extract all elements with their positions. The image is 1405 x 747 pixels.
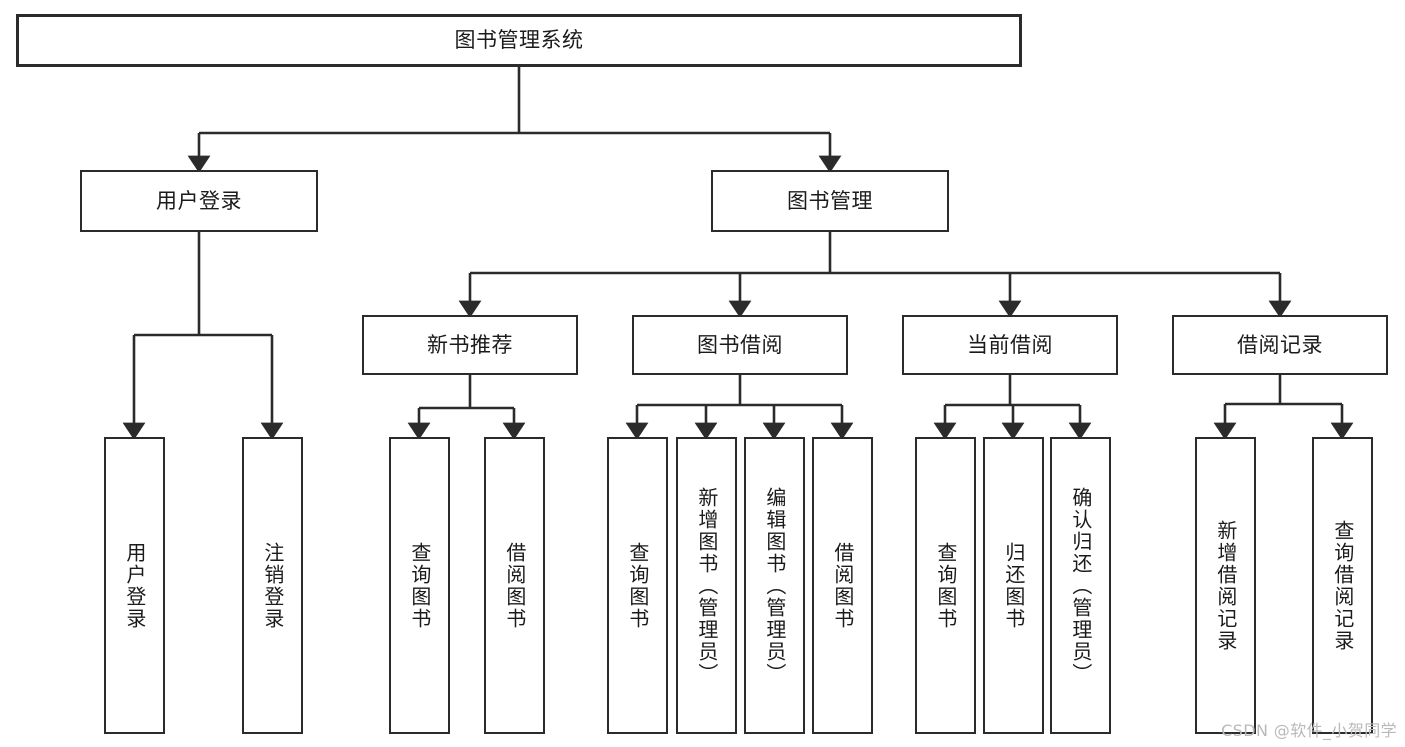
leaf-current-borrow-return[interactable]: 归还图书 [983, 437, 1044, 734]
leaf-current-borrow-confirm-return[interactable]: 确认归还（管理员） [1050, 437, 1111, 734]
watermark-text: CSDN @软件_小贺同学 [1221, 721, 1397, 740]
node-current-borrow[interactable]: 当前借阅 [902, 315, 1118, 375]
leaf-user-login-login[interactable]: 用户登录 [104, 437, 165, 734]
leaf-borrow-record-add[interactable]: 新增借阅记录 [1195, 437, 1256, 734]
leaf-new-book-query[interactable]: 查询图书 [389, 437, 450, 734]
node-label: 借阅图书 [502, 541, 527, 630]
node-label: 借阅图书 [830, 541, 855, 630]
leaf-book-borrow-borrow[interactable]: 借阅图书 [812, 437, 873, 734]
node-label: 新增图书（管理员） [694, 486, 719, 685]
node-label: 查询借阅记录 [1330, 519, 1355, 652]
leaf-book-borrow-add[interactable]: 新增图书（管理员） [676, 437, 737, 734]
node-label: 当前借阅 [967, 332, 1053, 357]
node-label: 注销登录 [260, 541, 285, 630]
node-book-borrow[interactable]: 图书借阅 [632, 315, 848, 375]
node-label: 查询图书 [407, 541, 432, 630]
node-label: 查询图书 [933, 541, 958, 630]
node-book-management[interactable]: 图书管理 [711, 170, 949, 232]
node-label: 新书推荐 [427, 332, 513, 357]
leaf-borrow-record-query[interactable]: 查询借阅记录 [1312, 437, 1373, 734]
node-label: 用户登录 [122, 541, 147, 630]
node-label: 借阅记录 [1237, 332, 1323, 357]
node-label: 编辑图书（管理员） [762, 486, 787, 685]
node-label: 图书借阅 [697, 332, 783, 357]
leaf-book-borrow-edit[interactable]: 编辑图书（管理员） [744, 437, 805, 734]
node-label: 用户登录 [156, 188, 242, 213]
node-label: 归还图书 [1001, 541, 1026, 630]
leaf-current-borrow-query[interactable]: 查询图书 [915, 437, 976, 734]
node-label: 确认归还（管理员） [1068, 486, 1093, 685]
node-label: 图书管理系统 [454, 28, 584, 53]
node-root-book-management-system[interactable]: 图书管理系统 [16, 14, 1022, 67]
leaf-user-login-logout[interactable]: 注销登录 [242, 437, 303, 734]
leaf-new-book-borrow[interactable]: 借阅图书 [484, 437, 545, 734]
node-label: 图书管理 [787, 188, 873, 213]
node-new-book-recommend[interactable]: 新书推荐 [362, 315, 578, 375]
node-label: 查询图书 [625, 541, 650, 630]
leaf-book-borrow-query[interactable]: 查询图书 [607, 437, 668, 734]
node-borrow-record[interactable]: 借阅记录 [1172, 315, 1388, 375]
node-label: 新增借阅记录 [1213, 519, 1238, 652]
node-user-login[interactable]: 用户登录 [80, 170, 318, 232]
